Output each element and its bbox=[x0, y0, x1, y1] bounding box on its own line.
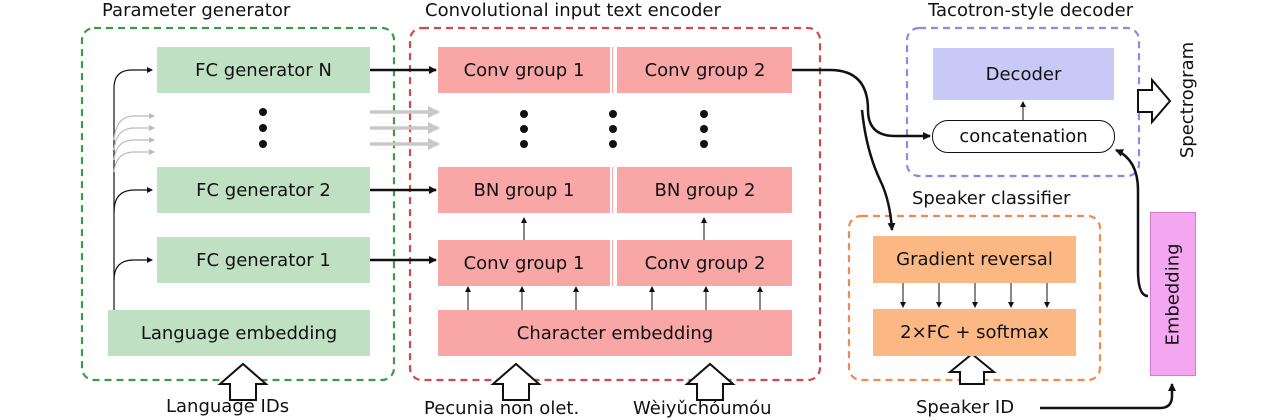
text-latin-input-arrow bbox=[490, 362, 542, 401]
conv-group-2: Conv group 2 bbox=[618, 240, 792, 286]
text-encoder-frame bbox=[408, 26, 822, 382]
speaker-id-input-arrow bbox=[947, 352, 997, 385]
parameter-generator-title: Parameter generator bbox=[102, 0, 291, 21]
language-ids-input-arrow bbox=[217, 362, 269, 401]
text-encoder-title: Convolutional input text encoder bbox=[425, 0, 721, 21]
encoder-separator-mid bbox=[612, 167, 618, 213]
text-latin-label: Pecunia non olet. bbox=[424, 398, 580, 419]
language-embedding: Language embedding bbox=[108, 310, 370, 356]
conv-group-2-top: Conv group 2 bbox=[618, 47, 792, 93]
arrow-to-fc-n bbox=[113, 67, 153, 310]
speaker-embedding: Embedding bbox=[1150, 212, 1196, 376]
spectrogram-label: Spectrogram bbox=[1177, 41, 1199, 159]
fc-generator-n: FC generator N bbox=[157, 47, 370, 93]
conv-group-1-top: Conv group 1 bbox=[438, 47, 610, 93]
gradient-reversal: Gradient reversal bbox=[873, 236, 1076, 283]
spectrogram-output-arrow bbox=[1137, 77, 1172, 125]
decoder-block: Decoder bbox=[933, 48, 1114, 100]
speaker-classifier-title: Speaker classifier bbox=[912, 188, 1071, 209]
arrow-embedding-to-concat bbox=[1115, 148, 1149, 298]
arrow-encoder-to-concat bbox=[792, 68, 931, 140]
speaker-id-label: Speaker ID bbox=[916, 397, 1015, 418]
language-ids-label: Language IDs bbox=[166, 396, 290, 417]
conv-group-1: Conv group 1 bbox=[438, 240, 610, 286]
bn-group-2: BN group 2 bbox=[618, 167, 792, 213]
fc-softmax: 2×FC + softmax bbox=[873, 309, 1076, 356]
fc-generator-2: FC generator 2 bbox=[157, 167, 370, 213]
concatenation-block: concatenation bbox=[932, 120, 1115, 153]
text-pinyin-label: Wèiyǔchóumóu bbox=[633, 398, 772, 419]
text-pinyin-input-arrow bbox=[684, 362, 736, 401]
fc-generator-1: FC generator 1 bbox=[157, 237, 370, 283]
decoder-title: Tacotron-style decoder bbox=[928, 0, 1134, 21]
spectrogram-label-wrap: Spectrogram bbox=[1170, 30, 1206, 170]
arrow-encoder-to-classifier bbox=[860, 109, 896, 231]
arrow-to-fc-1 bbox=[113, 257, 153, 281]
character-embedding: Character embedding bbox=[438, 310, 792, 356]
encoder-separator-top bbox=[612, 47, 618, 93]
bn-group-1: BN group 1 bbox=[438, 167, 610, 213]
encoder-separator-bottom bbox=[612, 240, 618, 286]
arrow-to-fc-2 bbox=[113, 187, 153, 213]
speaker-embedding-label: Embedding bbox=[1162, 242, 1184, 346]
arrow-speaker-id-to-embedding bbox=[1040, 383, 1176, 410]
